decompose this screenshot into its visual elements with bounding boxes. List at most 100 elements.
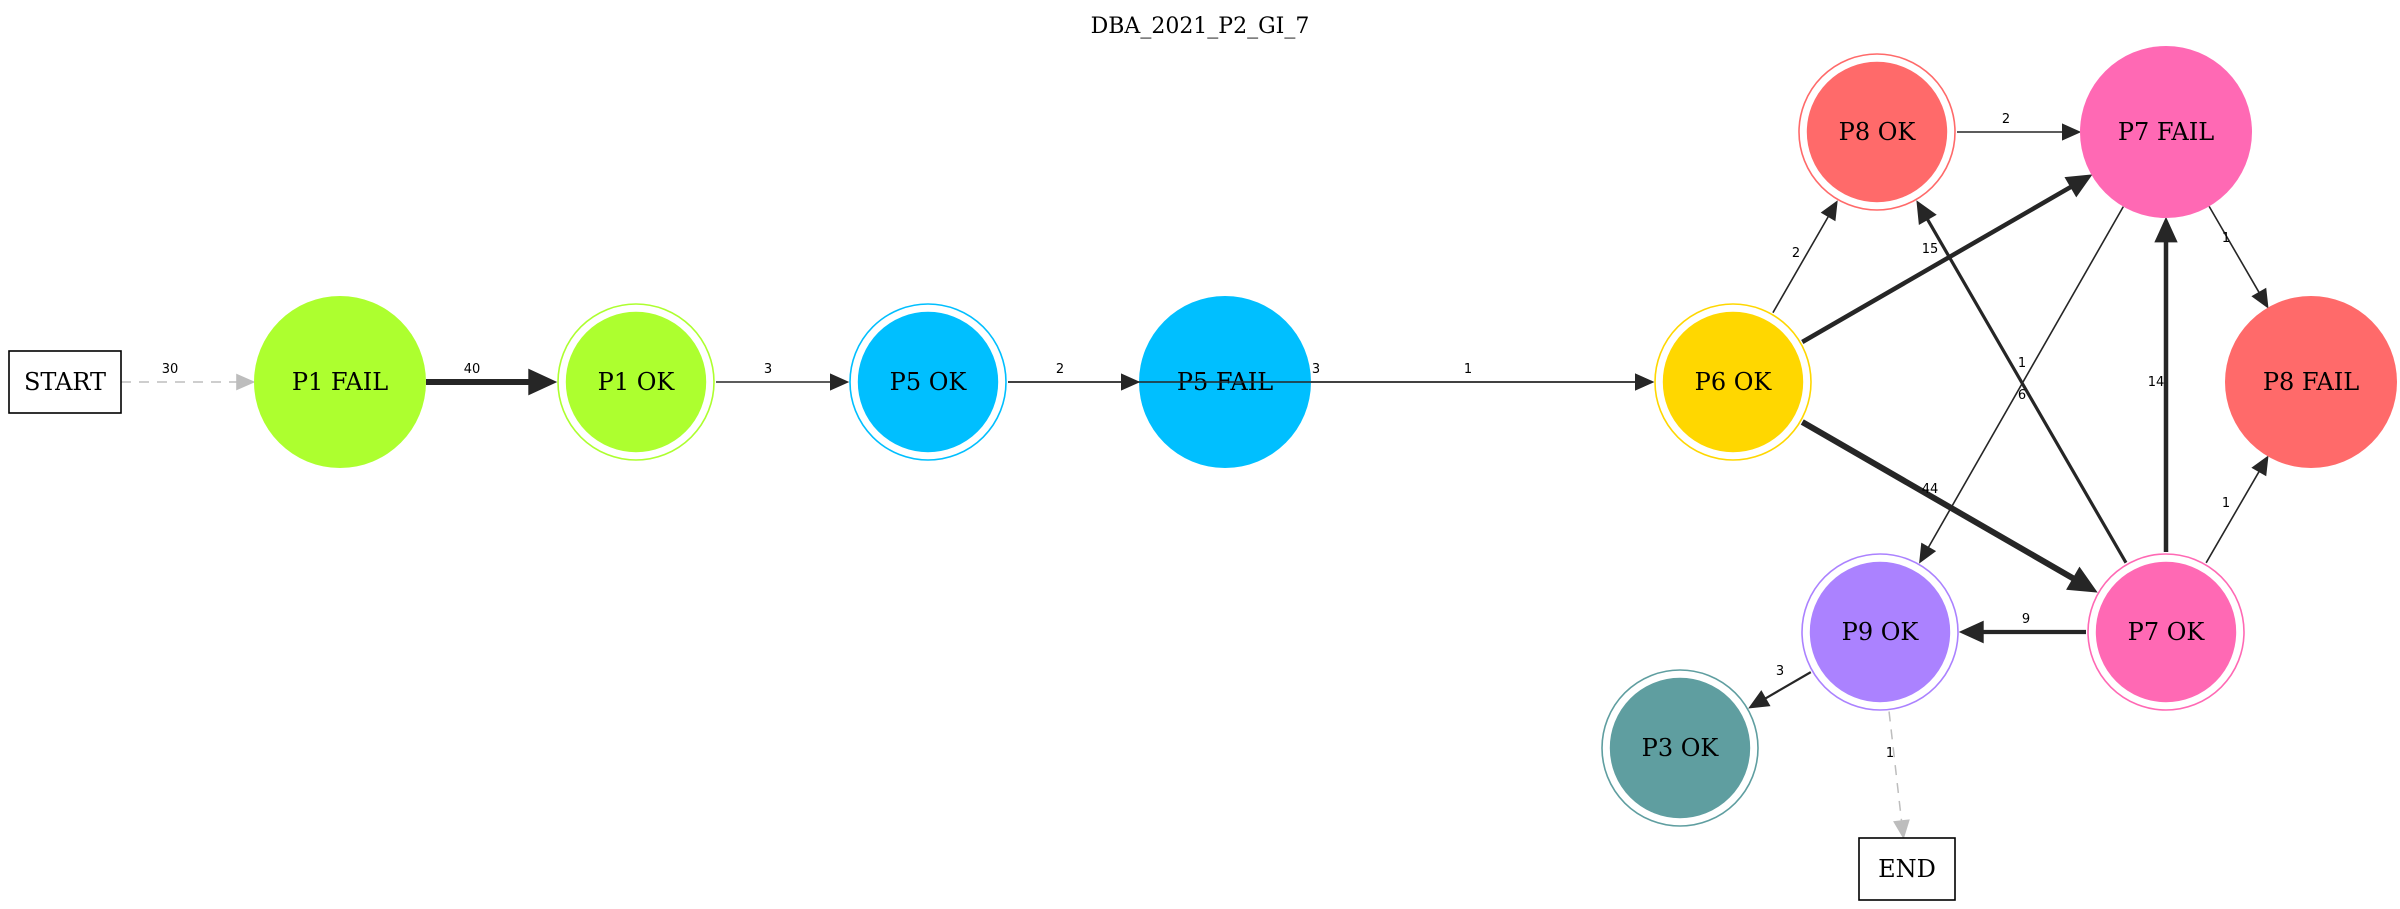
edge-p1-fail-to-p1-ok [426, 368, 558, 396]
edge-line [1764, 671, 1812, 700]
node-label: P1 OK [598, 368, 676, 396]
node-circle [1661, 310, 1805, 454]
node-p7-ok: P7 OK [2087, 553, 2245, 711]
edge-p6-ok-to-p8-ok [1772, 200, 1838, 314]
edge-label-p8-ok-to-p7-fail: 2 [2002, 112, 2010, 127]
node-label: P6 OK [1695, 368, 1773, 396]
node-label: P5 OK [890, 368, 968, 396]
node-end: END [1858, 837, 1956, 901]
edge-line [2205, 471, 2260, 564]
node-circle [1808, 560, 1952, 704]
edge-line [1926, 218, 2128, 564]
edge-arrowhead [1820, 200, 1838, 222]
edge-p6-ok-to-p7-fail [1801, 174, 2093, 344]
edge-p7-ok-to-p8-ok [1916, 200, 2128, 564]
edge-label-p7-fail-to-p9-ok: 1 [2018, 356, 2026, 371]
node-p6-ok: P6 OK [1654, 303, 1812, 461]
node-label: P8 OK [1839, 118, 1917, 146]
edge-label-start-to-p1-fail: 30 [162, 362, 179, 377]
edge-p7-ok-to-p8-fail [2205, 455, 2269, 564]
edge-p7-ok-to-p9-ok [1958, 620, 2086, 644]
edge-line [1772, 216, 1830, 314]
edge-line [1888, 711, 1903, 821]
node-circle [1608, 676, 1752, 820]
node-p1-fail: P1 FAIL [254, 296, 426, 468]
edge-p1-ok-to-p5-ok [716, 373, 850, 391]
edge-line [1800, 419, 2075, 581]
edge-arrowhead [1919, 542, 1937, 564]
node-box [8, 350, 122, 414]
edge-label-p9-ok-to-p3-ok: 3 [1776, 664, 1784, 679]
graph-title: DBA_2021_P2_GI_7 [1091, 14, 1310, 39]
node-label: P1 FAIL [292, 368, 388, 396]
edge-label-p5-ok-to-p5-fail: 2 [1056, 362, 1064, 377]
edge-arrowhead [1635, 373, 1655, 391]
edge-p9-ok-to-end [1888, 711, 1910, 840]
node-circle [1805, 60, 1949, 204]
edge-line [1927, 206, 2124, 548]
node-p7-fail: P7 FAIL [2080, 46, 2252, 218]
edge-start-to-p1-fail [121, 373, 256, 391]
node-p9-ok: P9 OK [1801, 553, 1959, 711]
edge-arrowhead [2066, 566, 2098, 593]
node-outer-ring [1801, 553, 1959, 711]
node-label: P7 OK [2128, 618, 2206, 646]
edge-arrowhead [2064, 174, 2093, 198]
edge-label-p6-ok-to-p7-fail: 15 [1922, 242, 1939, 257]
edge-label-p7-ok-to-p7-fail: 14 [2148, 375, 2165, 390]
node-label: START [24, 368, 106, 396]
edge-p8-ok-to-p7-fail [1957, 123, 2082, 141]
edge-line [1801, 185, 2072, 344]
node-p1-ok: P1 OK [557, 303, 715, 461]
edge-line [2208, 205, 2260, 293]
edge-label-p5-fail-to-p6-ok: 3 [1312, 362, 1320, 377]
edge-label-p7-ok-to-p9-ok: 9 [2022, 612, 2030, 627]
edge-arrowhead [1748, 690, 1771, 709]
edge-arrowhead [2251, 455, 2269, 477]
node-outer-ring [1798, 53, 1956, 211]
edge-label-p1-ok-to-p5-ok: 3 [764, 362, 772, 377]
edge-arrowhead [236, 373, 256, 391]
node-p8-ok: P8 OK [1798, 53, 1956, 211]
node-label: P7 FAIL [2118, 118, 2214, 146]
edge-p7-fail-to-p9-ok [1919, 206, 2124, 564]
edge-arrowhead [830, 373, 850, 391]
node-outer-ring [1654, 303, 1812, 461]
node-circle [856, 310, 1000, 454]
node-p8-fail: P8 FAIL [2225, 296, 2397, 468]
node-box [1858, 837, 1956, 901]
node-circle [2080, 46, 2252, 218]
node-start: START [8, 350, 122, 414]
edge-p7-fail-to-p8-fail [2208, 205, 2269, 309]
edge-label-p1-fail-to-p1-ok: 40 [464, 362, 481, 377]
edges-layer [121, 123, 2269, 840]
edge-label-p7-fail-to-p8-fail: 1 [2222, 231, 2230, 246]
node-label: END [1878, 855, 1936, 883]
edge-label-p7-ok-to-p8-ok: 6 [2018, 388, 2026, 403]
node-outer-ring [557, 303, 715, 461]
node-outer-ring [1601, 669, 1759, 827]
node-label: P9 OK [1842, 618, 1920, 646]
node-p3-ok: P3 OK [1601, 669, 1759, 827]
edge-arrowhead [2251, 287, 2269, 309]
edge-label-p5-ok-to-p6-ok: 1 [1464, 362, 1472, 377]
node-circle [254, 296, 426, 468]
node-outer-ring [849, 303, 1007, 461]
edge-arrowhead [1893, 819, 1910, 840]
node-circle [564, 310, 708, 454]
edge-label-p9-ok-to-end: 1 [1886, 746, 1894, 761]
edge-p7-ok-to-p7-fail [2154, 216, 2178, 552]
edge-p5-fail-to-p6-ok [1311, 373, 1655, 391]
node-label: P3 OK [1642, 734, 1720, 762]
edge-arrowhead [1958, 620, 1984, 644]
node-circle [2225, 296, 2397, 468]
edge-p9-ok-to-p3-ok [1748, 671, 1812, 709]
edge-arrowhead [528, 368, 558, 396]
edge-label-p7-ok-to-p8-fail: 1 [2222, 496, 2230, 511]
node-p5-ok: P5 OK [849, 303, 1007, 461]
node-circle [2094, 560, 2238, 704]
edge-arrowhead [2154, 216, 2178, 243]
